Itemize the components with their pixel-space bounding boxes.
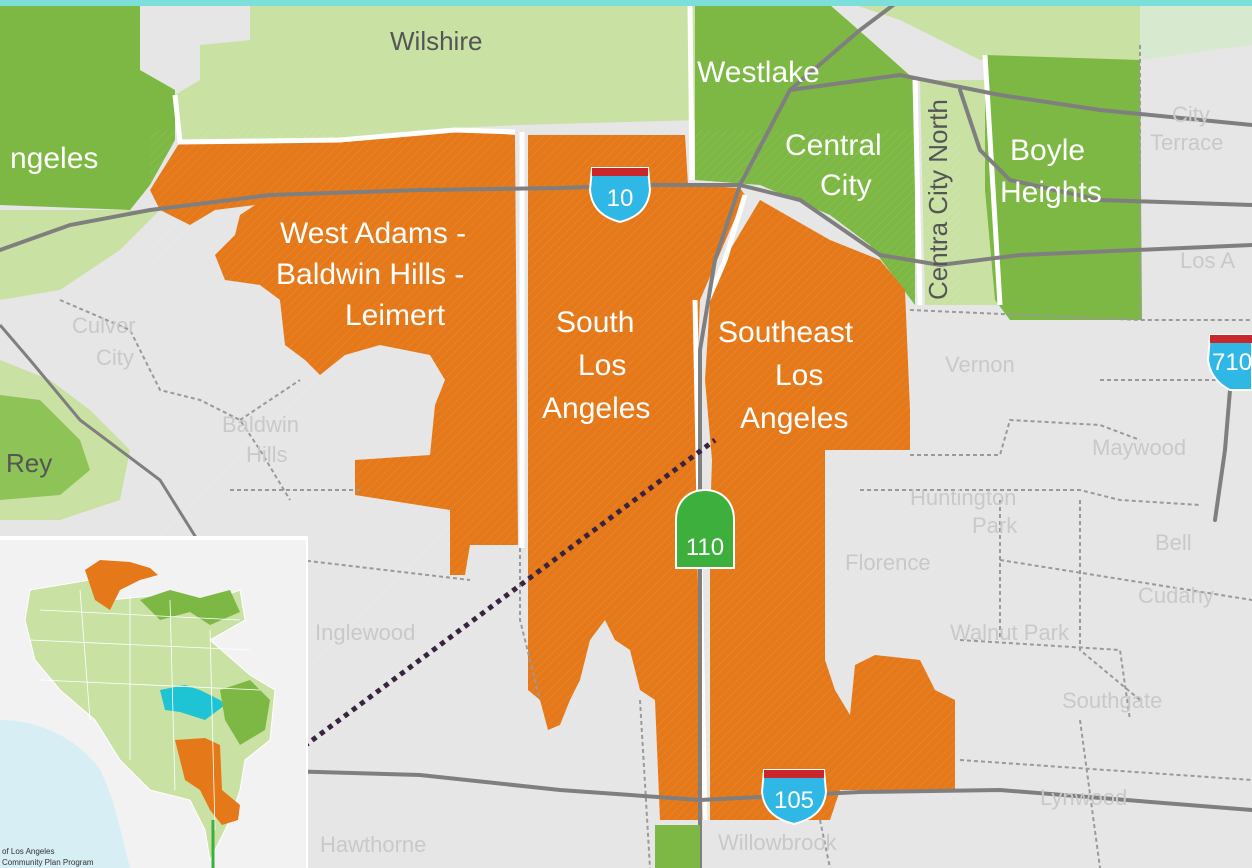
label-cudahy: Cudahy [1138,583,1214,608]
label-city-terrace-2: Terrace [1150,130,1223,155]
label-boyle-heights-2: Heights [1000,176,1102,209]
label-inglewood: Inglewood [315,620,415,645]
label-vernon: Vernon [945,352,1015,377]
label-west-adams-3: Leimert [345,299,446,332]
label-city-terrace-1: City [1172,102,1210,127]
green-strip [655,825,700,868]
label-lynwood: Lynwood [1040,785,1127,810]
shield-i710-text: 710 [1212,349,1252,376]
shield-i10-text: 10 [607,185,634,212]
railway [0,324,212,561]
inset-orange-south [175,738,240,825]
state-route-110-shield-icon: 110 [675,488,735,569]
label-huntington-park-1: Huntington [910,485,1016,510]
label-central-city-2: City [820,169,872,202]
label-hawthorne: Hawthorne [320,832,426,857]
label-south-la-1: South [556,306,634,339]
label-culver-city-2: City [96,345,134,370]
interstate-710-shield-icon: 710 [1206,334,1252,391]
shield-110-text: 110 [686,534,724,561]
label-walnut-park: Walnut Park [950,620,1070,645]
label-central-city-north: Centra City North [923,99,953,300]
label-maywood: Maywood [1092,435,1186,460]
label-south-la-3: Angeles [542,392,650,425]
place-labels: Wilshire ngeles Westlake Central City Ce… [6,26,1235,857]
city-boundaries [59,45,1252,868]
top-bar [0,0,1252,6]
label-southgate: Southgate [1062,688,1162,713]
inset-map[interactable]: of Los Angeles Community Plan Program [0,536,308,868]
inset-teal-area [160,685,225,720]
inset-leader-line [230,437,717,803]
label-willowbrook: Willowbrook [718,830,838,855]
label-southeast-la-2: Los [775,359,823,392]
inset-orange-north [85,560,158,610]
label-southeast-la-3: Angeles [740,402,848,435]
label-culver-city-1: Culver [72,313,136,338]
interstate-10-shield-icon: 10 [588,167,652,224]
interstate-105-shield-icon: 105 [760,769,828,826]
inset-caption-1: of Los Angeles [2,847,54,856]
label-southeast-la-1: Southeast [718,316,854,349]
label-west-adams-1: West Adams - [280,217,466,250]
label-south-la-2: Los [578,349,626,382]
label-florence: Florence [845,550,931,575]
label-westlake: Westlake [697,56,820,89]
label-rey-partial: Rey [6,448,52,478]
label-west-adams-2: Baldwin Hills - [276,258,464,291]
label-boyle-heights-1: Boyle [1010,134,1085,167]
label-los-angeles-partial: ngeles [10,142,98,175]
inset-ocean [0,720,130,868]
label-huntington-park-2: Park [972,513,1018,538]
label-bell: Bell [1155,530,1192,555]
label-baldwin-hills-2: Hills [246,442,288,467]
label-wilshire: Wilshire [390,26,482,56]
label-baldwin-hills-1: Baldwin [222,412,299,437]
label-central-city-1: Central [785,129,882,162]
shield-i105-text: 105 [774,787,814,814]
label-los-partial: Los A [1180,248,1235,273]
inset-caption-2: Community Plan Program [2,858,94,867]
